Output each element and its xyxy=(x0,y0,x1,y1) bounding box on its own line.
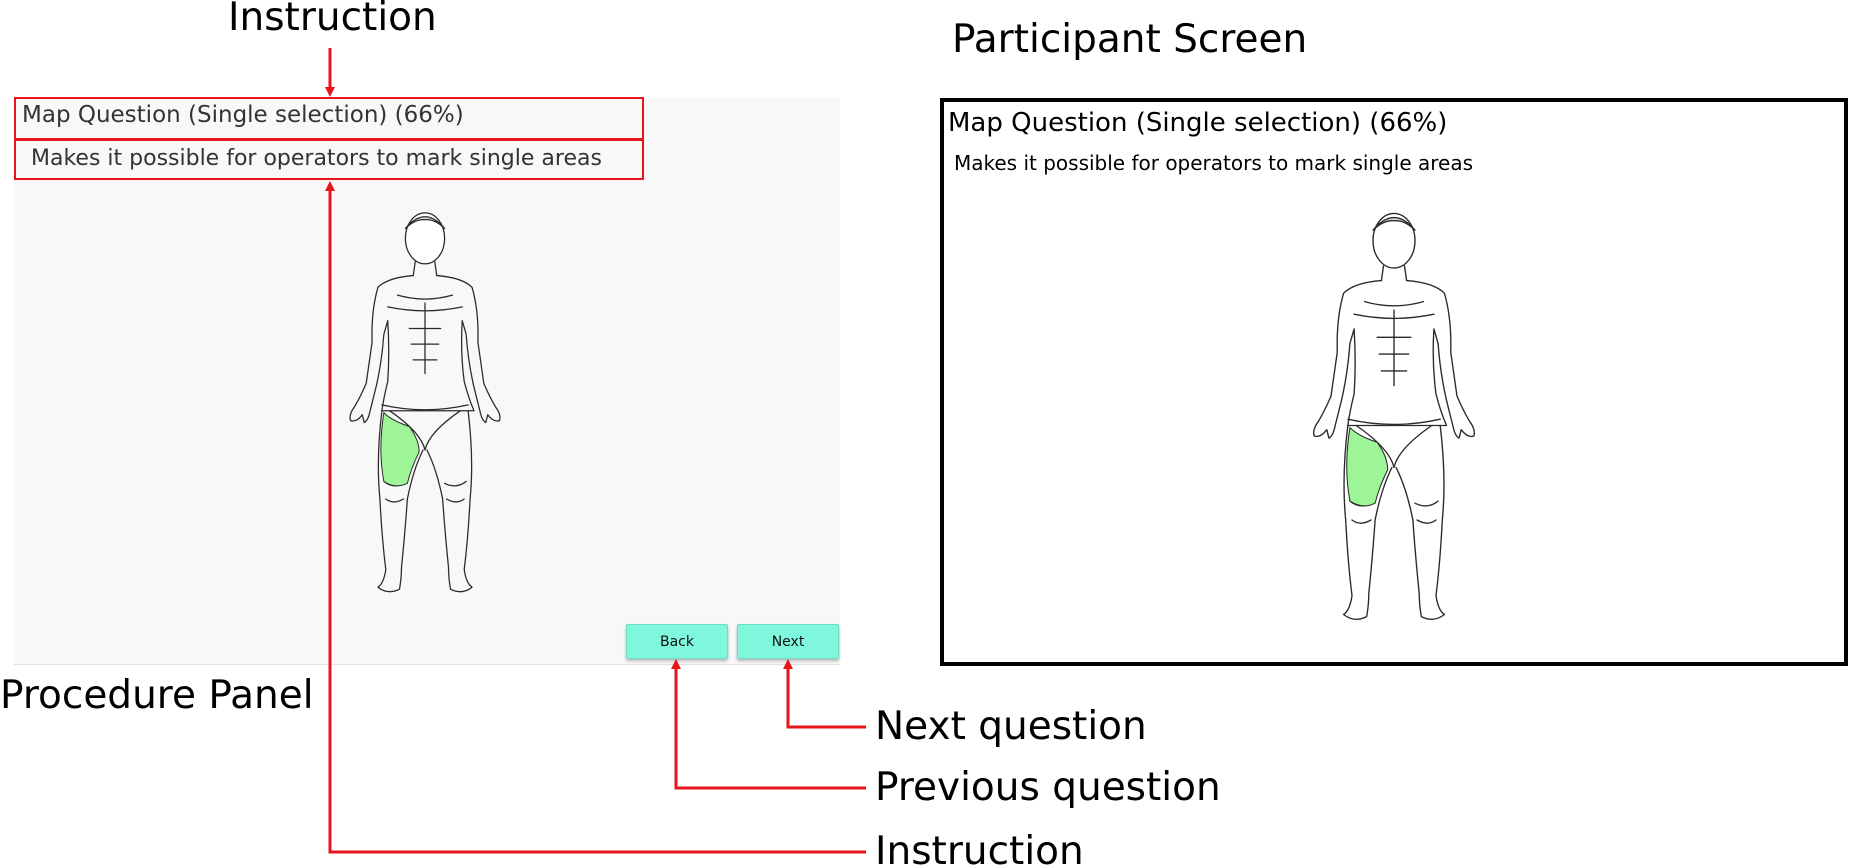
annotation-previous-question: Previous question xyxy=(875,765,1221,810)
instruction-title-highlight xyxy=(14,97,644,140)
back-button[interactable]: Back xyxy=(626,624,728,659)
procedure-question-description: Makes it possible for operators to mark … xyxy=(31,146,602,171)
participant-body-map-icon[interactable] xyxy=(1288,205,1500,625)
instruction-description-highlight xyxy=(14,139,644,180)
procedure-question-title: Map Question (Single selection) (66%) xyxy=(22,102,464,128)
next-button[interactable]: Next xyxy=(737,624,839,659)
annotation-next-question: Next question xyxy=(875,704,1147,749)
participant-question-description: Makes it possible for operators to mark … xyxy=(954,151,1474,175)
next-question-arrow xyxy=(783,659,866,729)
procedure-body-map-icon[interactable] xyxy=(325,205,525,597)
annotation-participant-screen: Participant Screen xyxy=(952,17,1308,62)
annotation-procedure-panel: Procedure Panel xyxy=(0,673,314,718)
previous-question-arrow xyxy=(671,659,866,790)
participant-selected-area xyxy=(1346,426,1389,507)
annotation-instruction-bottom: Instruction xyxy=(875,829,1084,867)
annotation-instruction-top: Instruction xyxy=(228,0,437,40)
participant-question-title: Map Question (Single selection) (66%) xyxy=(948,108,1448,138)
